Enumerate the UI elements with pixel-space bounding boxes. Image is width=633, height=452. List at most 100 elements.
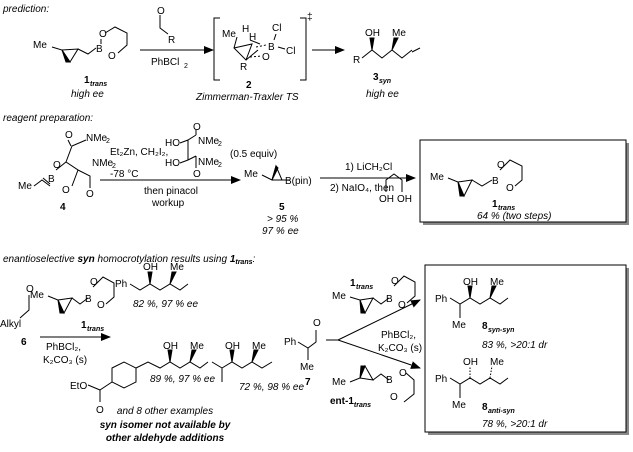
label: Me — [392, 28, 406, 39]
result-dr: 78 %, >20:1 dr — [482, 419, 548, 430]
compound-1trans-reactant: Me B O O 1 trans high ee — [33, 26, 128, 100]
label: Me — [332, 377, 346, 388]
other-examples-note: and 8 other examples — [117, 406, 213, 417]
label: 2 — [218, 141, 222, 148]
label: high ee — [366, 89, 399, 100]
product-box-1trans: Me B O O 1 trans 64 % (two steps) — [419, 139, 629, 225]
product-3syn: R OH Me 3 syn high ee — [353, 28, 421, 100]
reaction-arrow-scheme3: PhBCl₂, K₂CO₃ (s) — [40, 333, 111, 366]
label: B — [96, 44, 103, 55]
label: 1) LiCH₂Cl — [345, 162, 392, 173]
label: Me — [430, 172, 444, 183]
label: B — [268, 42, 275, 53]
label: workup — [151, 198, 185, 209]
product-isopropyl: OH Me 72 %, 98 % ee — [211, 341, 304, 393]
label: O — [313, 318, 321, 329]
label: -78 °C — [110, 169, 138, 180]
label: R — [168, 35, 175, 46]
reaction-arrow-homologation: 1) LiCH₂Cl 2) NaIO₄, then OH OH — [320, 162, 416, 205]
result-yield: 89 %, 97 % ee — [150, 374, 215, 385]
label: Me — [33, 40, 47, 51]
label: Me — [332, 291, 346, 302]
condition-reagents: Et₂Zn, CH₂I₂, — [110, 147, 168, 158]
label: EtO — [70, 381, 87, 392]
label: PhBCl₂, — [381, 330, 416, 341]
label: 5 — [279, 202, 285, 213]
label: 1 — [81, 320, 87, 331]
label: 8 — [482, 402, 488, 413]
label: K₂CO₃ (s) — [43, 355, 87, 366]
label: 7 — [305, 377, 311, 388]
label: syn-syn — [488, 327, 514, 334]
yield-two-steps: 64 % (two steps) — [477, 211, 551, 222]
label: O — [99, 29, 107, 40]
syn-isomer-note-2: other aldehyde additions — [106, 433, 225, 444]
label: 2 — [112, 163, 116, 170]
label: NMe — [86, 133, 108, 144]
label: Ph — [435, 294, 447, 305]
result-yield: 72 %, 98 % ee — [239, 382, 304, 393]
label: O — [399, 368, 407, 379]
label: 2) NaIO₄, then — [330, 183, 394, 194]
label: OH — [463, 357, 478, 368]
equiv-label: (0.5 equiv) — [230, 149, 277, 160]
ts-caption: Zimmerman-Traxler TS — [195, 92, 299, 103]
label: B — [386, 294, 393, 305]
section-title-prediction: prediction: — [2, 4, 49, 15]
label: then pinacol — [144, 186, 198, 197]
reagent-1trans-scheme4: Me B O O 1 trans — [332, 275, 416, 315]
label: OH — [397, 194, 412, 205]
label: O — [26, 284, 34, 295]
label: Me — [170, 262, 184, 273]
label: Me — [244, 169, 258, 180]
label: O — [108, 51, 116, 62]
label: Me — [222, 29, 236, 40]
label: Me — [490, 357, 504, 368]
label: Ph — [115, 279, 127, 290]
label: O — [96, 405, 104, 416]
label: NMe — [92, 158, 114, 169]
label: 97 % ee — [262, 226, 299, 237]
label: 2 — [218, 162, 222, 169]
label: H — [242, 24, 249, 35]
label: O — [97, 300, 105, 311]
label: 1 — [492, 199, 498, 210]
label: B(pin) — [285, 176, 312, 187]
reaction-arrow-1: O R PhBCl 2 — [140, 6, 214, 70]
label: OH — [225, 341, 240, 352]
label: B — [48, 174, 55, 185]
product-aryl-ester: OH Me EtO O 89 %, 97 % ee — [70, 341, 215, 416]
label: 1 — [84, 75, 90, 86]
label: O — [398, 300, 406, 311]
label: trans — [498, 205, 515, 212]
product-box-8: Ph OH Me Me 8 syn-syn 83 %, >20:1 dr Ph … — [424, 264, 629, 435]
label: O — [157, 6, 165, 17]
aldehyde-6: O Alkyl 6 — [0, 284, 34, 348]
label: HO — [165, 158, 180, 169]
label: 8 — [482, 321, 488, 332]
branching-arrows: PhBCl₂, K₂CO₃ (s) — [326, 299, 422, 369]
transition-state-2: ‡ Me H H Cl B Cl O R 2 Zimmerman-Traxler… — [195, 12, 313, 103]
label: O — [90, 277, 98, 288]
product-8syn-syn: Ph OH Me Me 8 syn-syn 83 %, >20:1 dr — [435, 277, 548, 351]
label: OH — [365, 28, 380, 39]
label: ‡ — [307, 12, 313, 23]
label: O — [86, 189, 94, 200]
label: > 95 % — [267, 214, 299, 225]
label: O — [497, 160, 505, 171]
label: Me — [18, 181, 32, 192]
label: Cl — [272, 23, 281, 34]
compound-5: Me B(pin) 5 > 95 % 97 % ee — [244, 164, 312, 237]
label: O — [391, 276, 399, 287]
label: syn — [379, 78, 391, 85]
label: OH — [379, 194, 394, 205]
label: O — [65, 130, 73, 141]
label: 6 — [21, 337, 27, 348]
label: B — [386, 375, 393, 386]
label: Me — [30, 290, 44, 301]
label: 2 — [184, 63, 188, 70]
label: trans — [356, 284, 373, 291]
label: Alkyl — [0, 319, 21, 330]
